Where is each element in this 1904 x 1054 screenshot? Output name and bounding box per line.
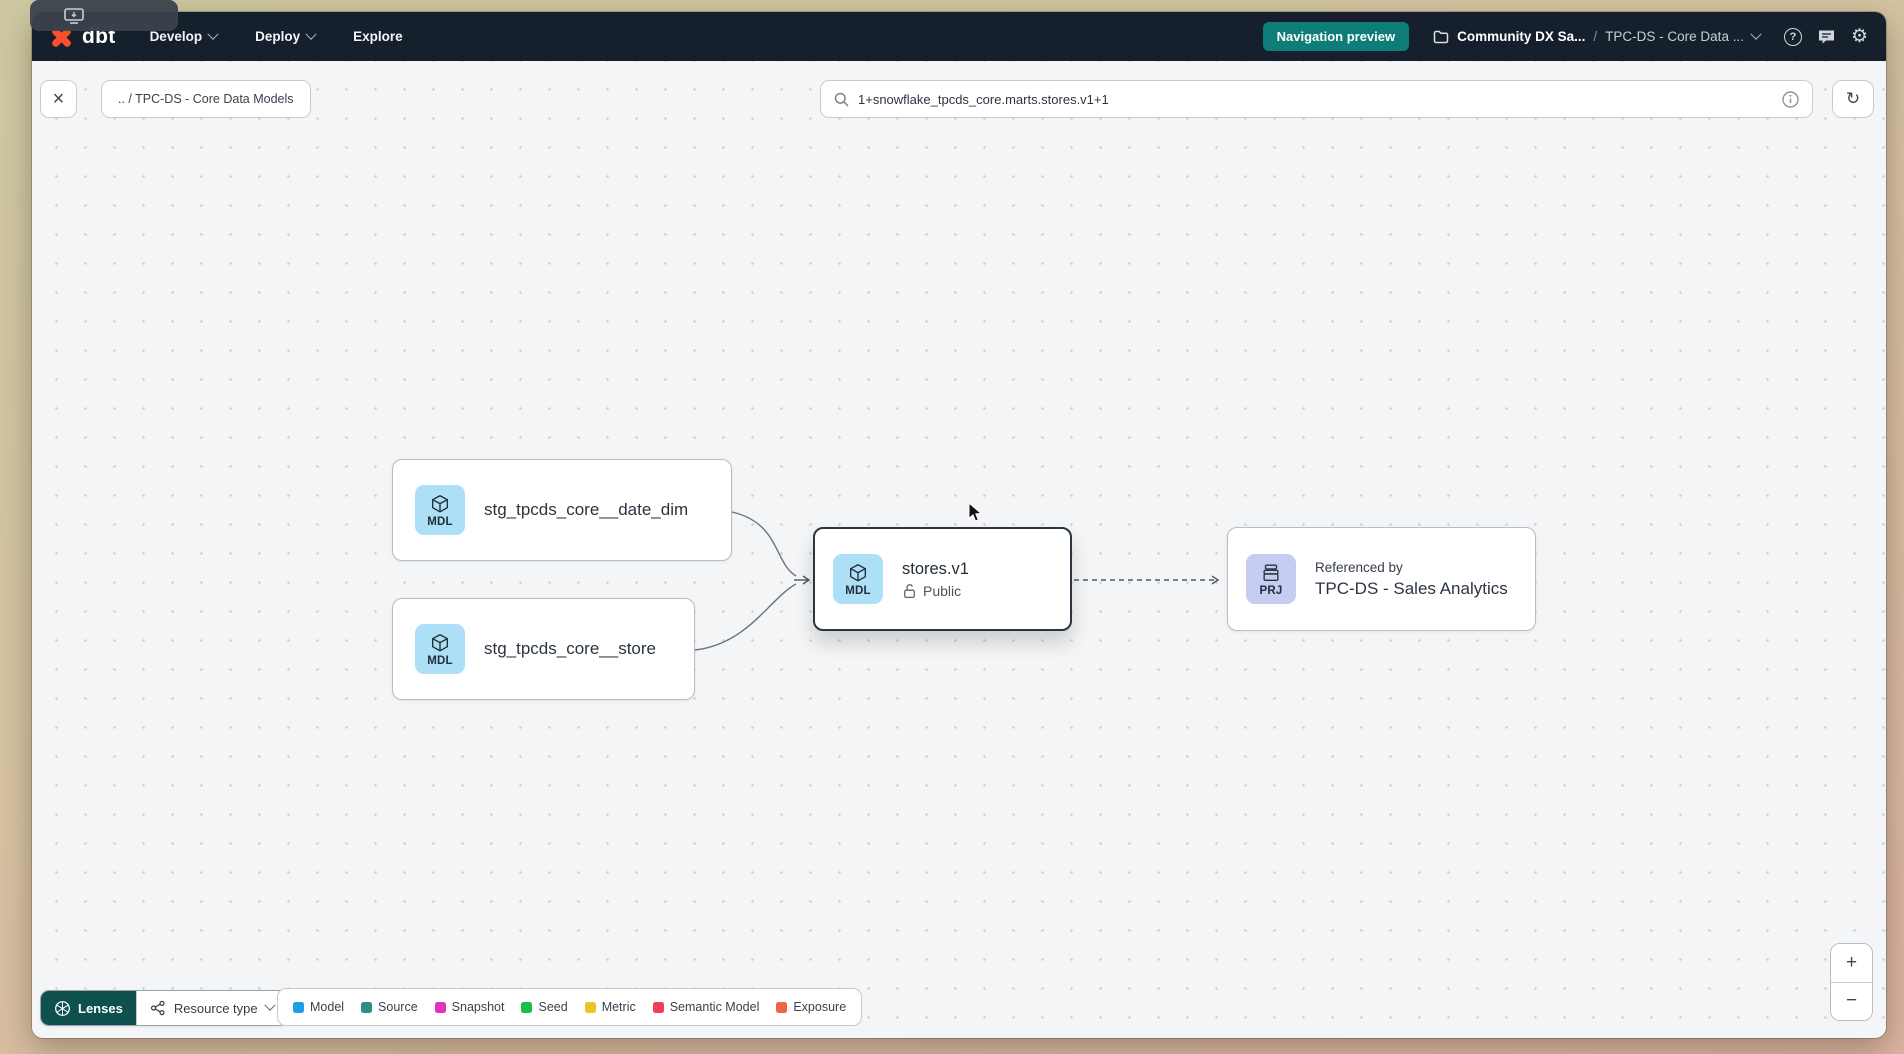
resource-badge: MDL: [427, 515, 453, 528]
chevron-down-icon: [263, 999, 276, 1011]
lineage-canvas[interactable]: × .. / TPC-DS - Core Data Models ↻: [32, 61, 1886, 1038]
screen-share-tab: [30, 0, 178, 31]
folder-icon: [1433, 30, 1449, 43]
model-resource-tile: MDL: [833, 554, 883, 604]
resource-badge: PRJ: [1259, 584, 1283, 597]
legend-item-semantic-model: Semantic Model: [652, 1000, 759, 1014]
resource-badge: MDL: [845, 584, 871, 597]
legend-item-snapshot: Snapshot: [434, 1000, 504, 1014]
lineage-path-chip[interactable]: .. / TPC-DS - Core Data Models: [101, 80, 311, 118]
menu-develop[interactable]: Develop: [149, 28, 219, 44]
zoom-in-button[interactable]: +: [1831, 944, 1872, 983]
lineage-selector-input[interactable]: [858, 91, 1773, 107]
project-resource-tile: PRJ: [1246, 554, 1296, 604]
node-stg-tpcds-core-store[interactable]: MDL stg_tpcds_core__store: [392, 598, 695, 700]
lens-aperture-icon: [55, 1000, 70, 1016]
main-menu: Develop Deploy Explore: [149, 28, 403, 44]
menu-explore[interactable]: Explore: [353, 29, 403, 44]
legend-item-seed: Seed: [521, 1000, 568, 1014]
chevron-down-icon: [207, 28, 219, 40]
legend-swatch: [361, 1001, 373, 1013]
legend-item-exposure: Exposure: [776, 1000, 846, 1014]
node-kicker: Referenced by: [1315, 559, 1403, 575]
resource-type-dropdown[interactable]: Resource type: [135, 991, 287, 1025]
node-label: stg_tpcds_core__store: [484, 639, 656, 658]
legend-swatch: [434, 1001, 446, 1013]
info-icon[interactable]: [1782, 90, 1799, 108]
lock-open-icon: [904, 583, 915, 598]
access-label: Public: [923, 582, 962, 599]
settings-gear-icon[interactable]: ⚙: [1850, 26, 1868, 47]
legend-swatch: [652, 1001, 664, 1013]
breadcrumb-project: Community DX Sa...: [1457, 29, 1586, 44]
model-cube-icon: [849, 563, 867, 581]
lineage-search-bar[interactable]: [820, 80, 1813, 118]
screen-icon: [64, 7, 84, 24]
breadcrumb[interactable]: Community DX Sa... / TPC-DS - Core Data …: [1433, 28, 1762, 44]
resource-type-icon: [150, 1000, 165, 1016]
dbt-cloud-window: dbt Develop Deploy Explore Navigation pr…: [32, 12, 1886, 1038]
node-access: Public: [902, 583, 969, 599]
zoom-controls: + −: [1830, 943, 1873, 1021]
lenses-label: Lenses: [78, 1000, 123, 1016]
node-label: stores.v1: [902, 559, 969, 578]
lenses-control-group: Lenses Resource type: [40, 990, 288, 1026]
resource-type-legend: Model Source Snapshot Seed Metric: [277, 988, 863, 1026]
top-navbar: dbt Develop Deploy Explore Navigation pr…: [32, 12, 1886, 61]
feedback-icon[interactable]: [1817, 28, 1836, 46]
refresh-lineage-button[interactable]: ↻: [1832, 80, 1874, 118]
resource-badge: MDL: [427, 654, 453, 667]
legend-swatch: [584, 1001, 596, 1013]
menu-develop-label: Develop: [149, 29, 203, 44]
node-label: stg_tpcds_core__date_dim: [484, 500, 689, 519]
legend-item-source: Source: [361, 1000, 418, 1014]
node-label: TPC-DS - Sales Analytics: [1315, 578, 1508, 598]
menu-explore-label: Explore: [353, 29, 403, 44]
legend-swatch: [293, 1001, 304, 1013]
breadcrumb-environment: TPC-DS - Core Data ...: [1605, 29, 1744, 44]
node-referenced-by-sales-analytics[interactable]: PRJ Referenced by TPC-DS - Sales Analyti…: [1227, 527, 1536, 631]
legend-item-model: Model: [293, 1000, 344, 1014]
model-cube-icon: [431, 494, 449, 512]
legend-swatch: [776, 1001, 788, 1013]
navigation-preview-button[interactable]: Navigation preview: [1262, 22, 1410, 51]
zoom-out-button[interactable]: −: [1831, 982, 1872, 1020]
model-cube-icon: [431, 633, 449, 651]
menu-deploy-label: Deploy: [255, 29, 301, 44]
search-icon: [834, 92, 849, 107]
model-resource-tile: MDL: [415, 485, 465, 535]
lenses-button[interactable]: Lenses: [41, 991, 136, 1025]
lineage-edges: [694, 511, 1886, 651]
node-stg-tpcds-core-date-dim[interactable]: MDL stg_tpcds_core__date_dim: [392, 459, 732, 561]
navbar-icon-group: ? ⚙: [1783, 26, 1868, 47]
project-archive-icon: [1263, 564, 1279, 581]
legend-swatch: [521, 1001, 533, 1013]
chevron-down-icon: [1750, 28, 1762, 40]
breadcrumb-separator: /: [1593, 29, 1598, 44]
help-icon[interactable]: ?: [1783, 27, 1802, 46]
resource-type-label: Resource type: [173, 1000, 258, 1016]
node-stores-v1-selected[interactable]: MDL stores.v1 Public: [813, 527, 1072, 631]
legend-item-metric: Metric: [584, 1000, 636, 1014]
close-lineage-button[interactable]: ×: [40, 80, 77, 118]
model-resource-tile: MDL: [415, 624, 465, 674]
menu-deploy[interactable]: Deploy: [255, 28, 317, 44]
chevron-down-icon: [305, 28, 317, 40]
